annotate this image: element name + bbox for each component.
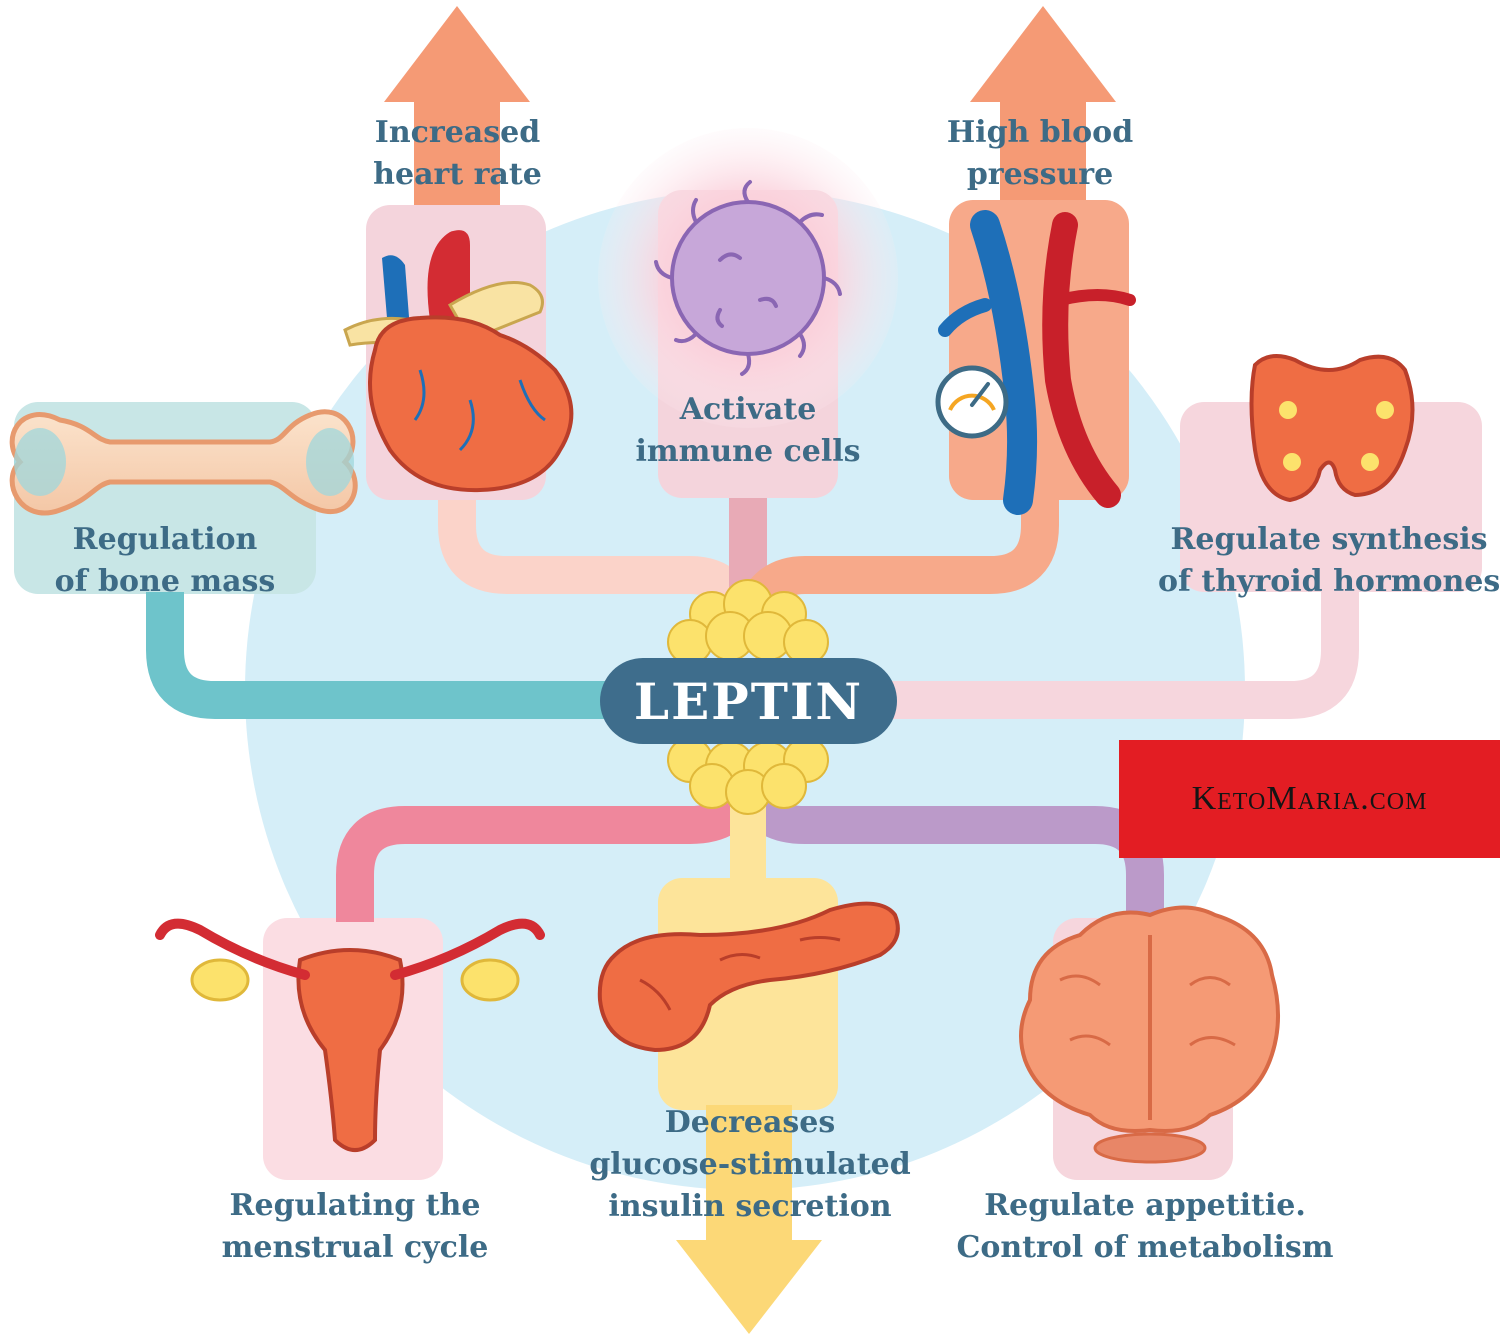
watermark-text: KetoMaria.com xyxy=(1191,780,1428,817)
heart-rate-label: Increased heart rate xyxy=(373,115,542,192)
menstrual-cycle-label: Regulating the menstrual cycle xyxy=(221,1188,489,1265)
watermark-badge: KetoMaria.com xyxy=(1119,740,1500,858)
blood-pressure-label: High blood pressure xyxy=(946,115,1134,192)
brain-icon xyxy=(1019,905,1280,1164)
leptin-title: LEPTIN xyxy=(633,671,864,731)
uterus-icon xyxy=(155,918,545,1152)
bone-path xyxy=(146,592,640,719)
immune-cells-label: Activate immune cells xyxy=(635,392,861,469)
fat-cells-icon xyxy=(667,579,829,815)
insulin-arrow xyxy=(676,1105,822,1334)
blood-vessels-icon xyxy=(938,210,1136,515)
heart-icon xyxy=(343,230,574,493)
pancreas-icon xyxy=(597,901,900,1053)
insulin-label: Decreases glucose-stimulated insulin sec… xyxy=(589,1105,911,1224)
immune-cell-icon xyxy=(598,128,898,428)
pressure-gauge-icon xyxy=(935,365,1009,439)
bone-mass-label: Regulation of bone mass xyxy=(54,522,276,599)
thyroid-icon xyxy=(1249,354,1415,503)
appetite-label: Regulate appetitie. Control of metabolis… xyxy=(956,1188,1334,1265)
bone-icon xyxy=(9,409,358,516)
thyroid-path xyxy=(855,592,1359,719)
center-pill xyxy=(600,658,897,744)
thyroid-label: Regulate synthesis of thyroid hormones xyxy=(1158,522,1500,599)
